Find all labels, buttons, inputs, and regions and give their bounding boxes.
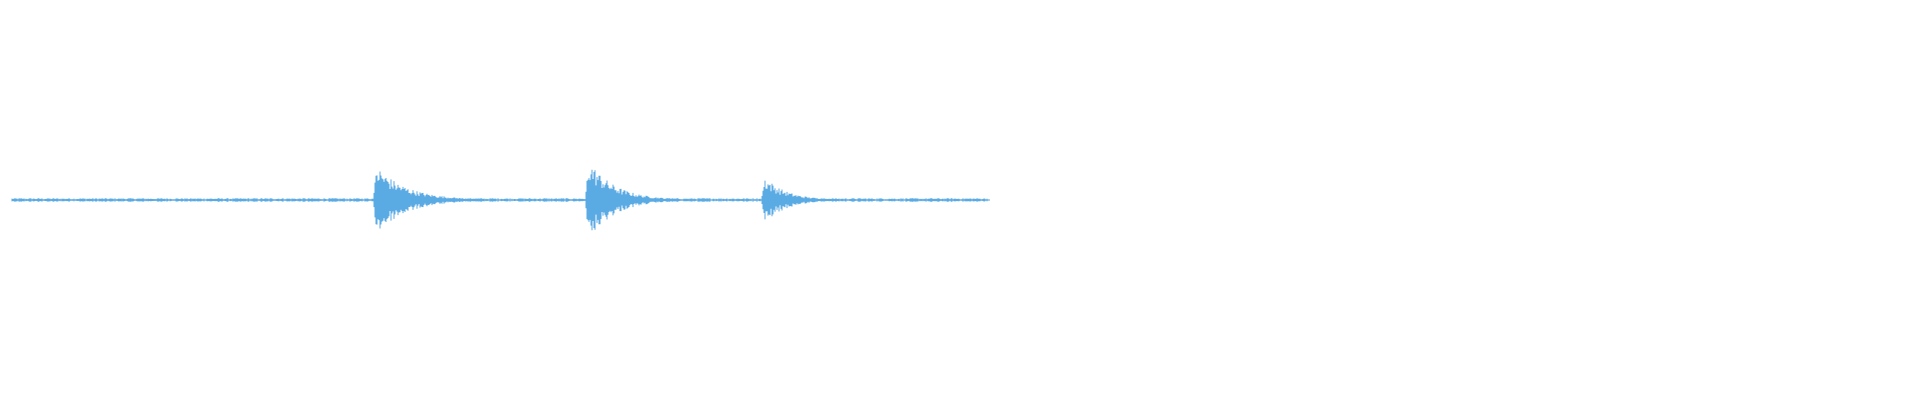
waveform-path	[11, 169, 989, 231]
waveform-samples	[11, 169, 989, 231]
